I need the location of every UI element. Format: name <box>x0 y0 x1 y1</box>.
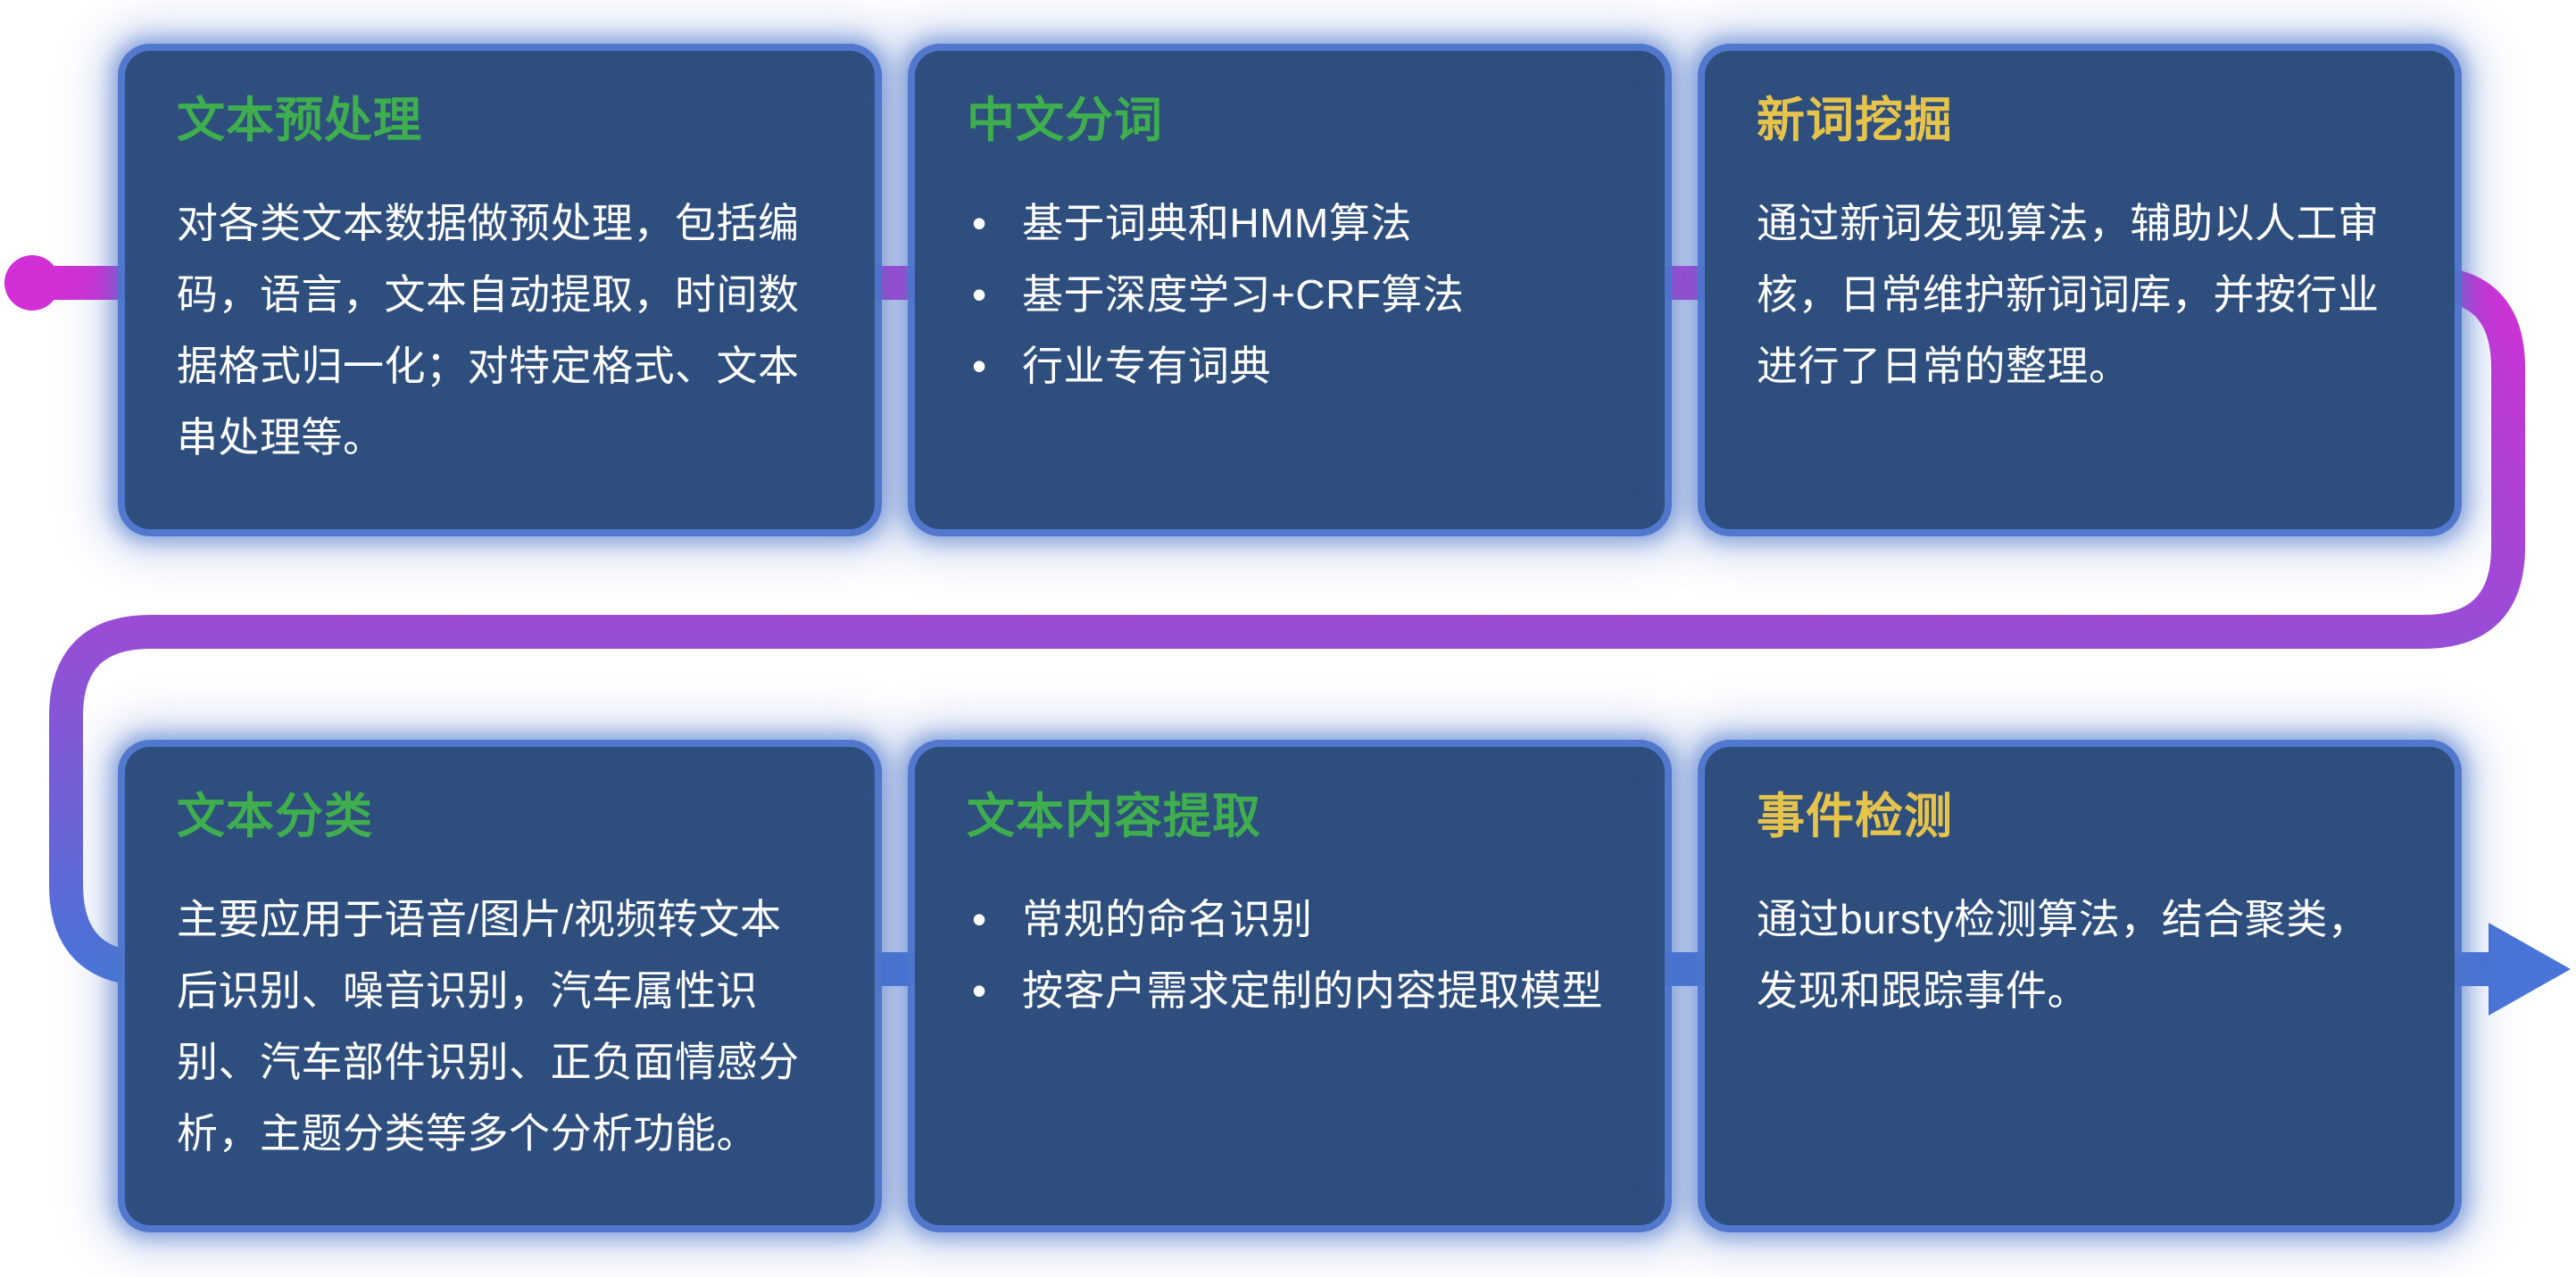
bullet-text: 常规的命名识别 <box>1022 895 1313 942</box>
card-title: 事件检测 <box>1757 790 1953 843</box>
card-body: 通过bursty检测算法，结合聚类，发现和跟踪事件。 <box>1757 895 2370 1014</box>
card-event-detection: 事件检测 通过bursty检测算法，结合聚类，发现和跟踪事件。 <box>1705 747 2455 1225</box>
card-body: 主要应用于语音/图片/视频转文本后识别、噪音识别，汽车属性识别、汽车部件识别、正… <box>177 895 800 1157</box>
bullet-item: 基于深度学习+CRF算法 <box>967 259 1613 330</box>
card-body: 对各类文本数据做预处理，包括编码，语言，文本自动提取，时间数据格式归一化；对特定… <box>177 199 800 460</box>
card-title: 文本内容提取 <box>967 790 1261 843</box>
card-bullet-list: 基于词典和HMM算法 基于深度学习+CRF算法 行业专有词典 <box>967 187 1613 402</box>
card-text-preprocessing: 文本预处理 对各类文本数据做预处理，包括编码，语言，文本自动提取，时间数据格式归… <box>125 51 875 529</box>
card-title: 新词挖掘 <box>1757 94 1953 147</box>
bullet-item: 常规的命名识别 <box>967 883 1613 955</box>
card-new-word-mining: 新词挖掘 通过新词发现算法，辅助以人工审核，日常维护新词词库，并按行业进行了日常… <box>1705 51 2455 529</box>
card-title: 文本预处理 <box>177 94 422 147</box>
bullet-text: 基于深度学习+CRF算法 <box>1022 270 1465 318</box>
flow-end-arrow-icon <box>2489 923 2571 1016</box>
card-bullet-list: 常规的命名识别 按客户需求定制的内容提取模型 <box>967 883 1613 1026</box>
bullet-item: 行业专有词典 <box>967 330 1613 402</box>
bullet-text: 按客户需求定制的内容提取模型 <box>1022 966 1603 1014</box>
card-body: 通过新词发现算法，辅助以人工审核，日常维护新词词库，并按行业进行了日常的整理。 <box>1757 199 2380 389</box>
bullet-text: 基于词典和HMM算法 <box>1022 199 1412 246</box>
bullet-item: 基于词典和HMM算法 <box>967 187 1613 259</box>
card-title: 文本分类 <box>177 790 373 843</box>
card-chinese-word-segmentation: 中文分词 基于词典和HMM算法 基于深度学习+CRF算法 行业专有词典 <box>915 51 1665 529</box>
card-text-classification: 文本分类 主要应用于语音/图片/视频转文本后识别、噪音识别，汽车属性识别、汽车部… <box>125 747 875 1225</box>
flow-start-dot <box>4 255 60 311</box>
bullet-text: 行业专有词典 <box>1022 342 1271 389</box>
card-text-content-extraction: 文本内容提取 常规的命名识别 按客户需求定制的内容提取模型 <box>915 747 1665 1225</box>
flow-line <box>29 266 2525 986</box>
card-title: 中文分词 <box>967 94 1163 147</box>
bullet-item: 按客户需求定制的内容提取模型 <box>967 955 1613 1026</box>
